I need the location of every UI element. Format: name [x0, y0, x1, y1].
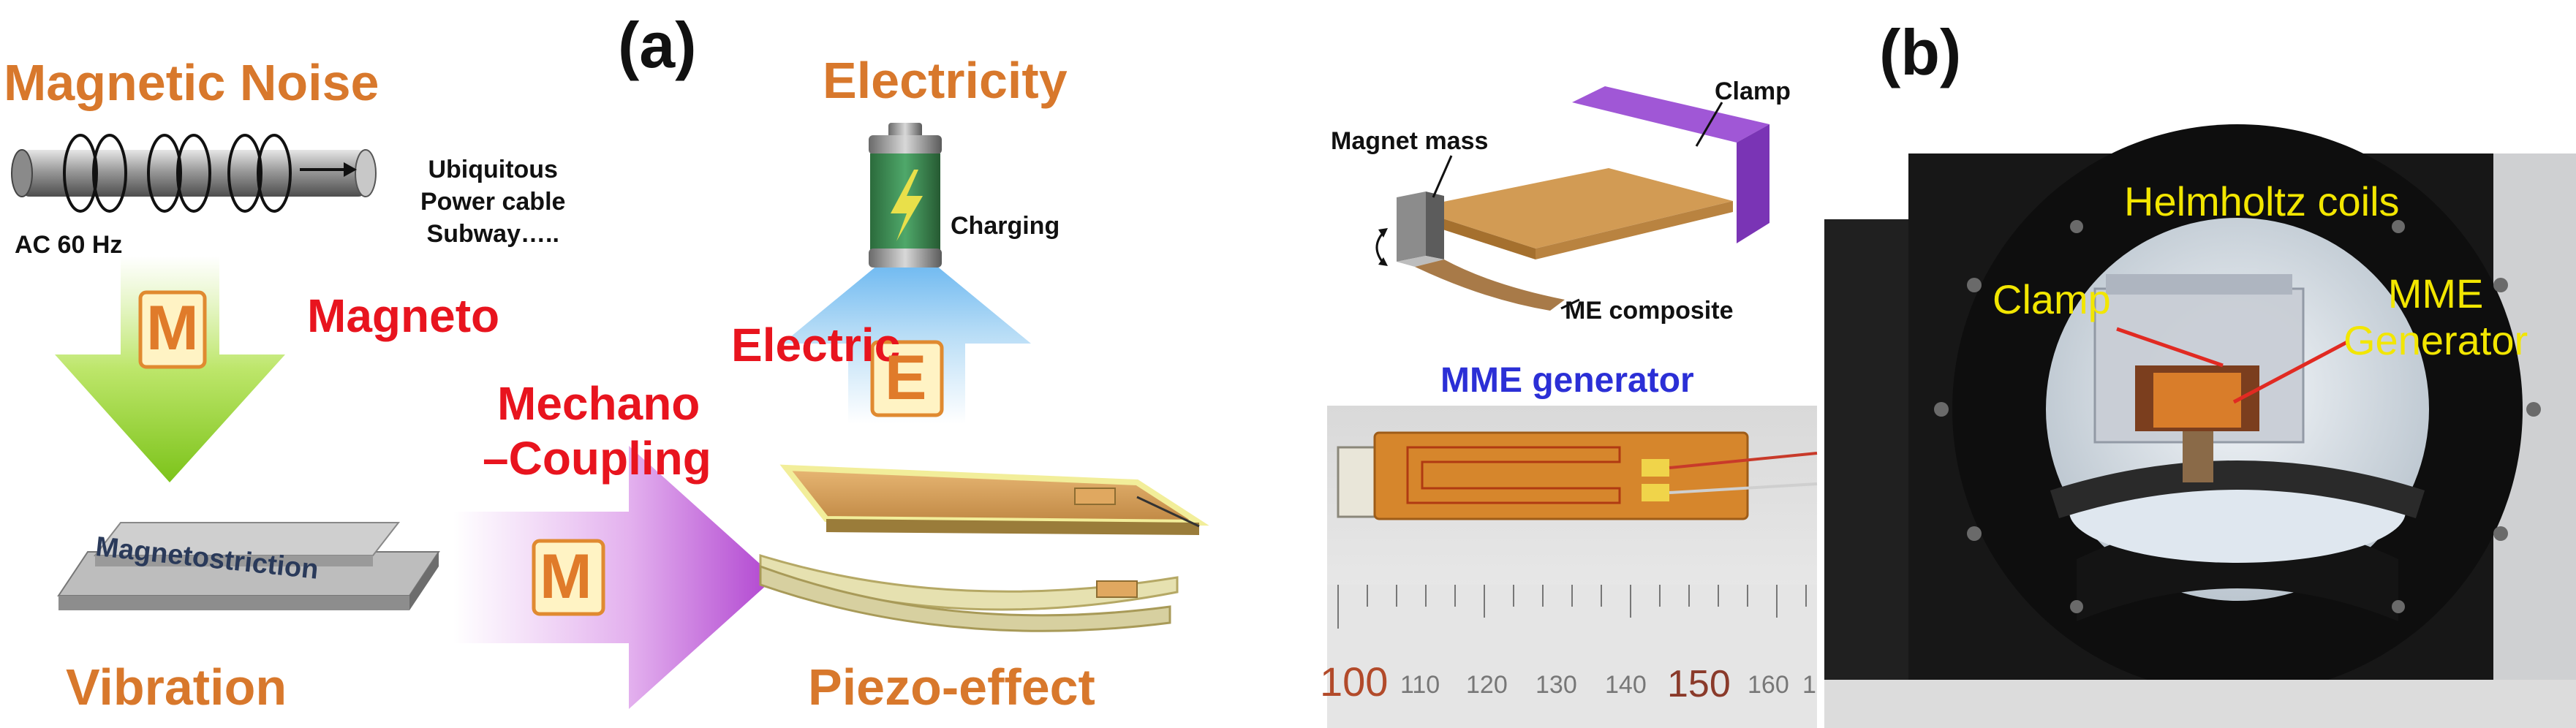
piezo-effect-label: Piezo-effect [808, 661, 1095, 713]
vibration-label: Vibration [66, 661, 287, 713]
noise-sources: Ubiquitous Power cable Subway….. [420, 153, 565, 251]
ruler-tick-100: 100 [1320, 661, 1388, 702]
battery-icon [869, 123, 942, 268]
mechano-coupling-arrow [453, 446, 775, 709]
magneto-arrow [55, 256, 285, 482]
ruler-tick-120: 120 [1466, 672, 1508, 697]
source-subway: Subway….. [420, 218, 565, 250]
magneto-m-letter: M [146, 297, 199, 360]
helmholtz-coils-label: Helmholtz coils [2124, 181, 2400, 222]
clamp-photo-label: Clamp [1993, 279, 2111, 320]
mme-label-line2: Generator [2343, 317, 2528, 364]
electric-label: Electric [731, 322, 900, 368]
clamp-schematic-label: Clamp [1715, 79, 1791, 104]
me-composite-label: ME composite [1565, 298, 1733, 323]
piezo-generator [760, 468, 1199, 631]
source-ubiquitous: Ubiquitous [420, 153, 565, 186]
ruler-tick-160: 160 [1748, 672, 1789, 697]
ruler-tick-170: 1 [1802, 672, 1816, 697]
mme-label-line1: MME [2343, 270, 2528, 317]
electricity-title: Electricity [823, 55, 1068, 106]
magneto-label: Magneto [307, 292, 499, 339]
ruler-tick-150: 150 [1667, 665, 1731, 703]
magnet-mass-label: Magnet mass [1331, 129, 1488, 153]
source-power-cable: Power cable [420, 186, 565, 218]
ruler-tick-130: 130 [1536, 672, 1577, 697]
power-cable-illustration [12, 135, 376, 211]
coupling-label: –Coupling [483, 435, 711, 482]
coupling-m-letter: M [540, 545, 592, 608]
panel-b-label: (b) [1879, 20, 1961, 85]
electric-e-letter: E [885, 346, 926, 409]
ac-frequency-label: AC 60 Hz [15, 232, 122, 257]
panel-a-label: (a) [618, 13, 697, 77]
ruler-tick-110: 110 [1400, 672, 1440, 697]
me-composite-schematic [1377, 86, 1769, 311]
charging-label: Charging [951, 213, 1060, 238]
ruler-tick-140: 140 [1605, 672, 1647, 697]
magnetic-noise-title: Magnetic Noise [4, 57, 379, 108]
mechano-label: Mechano [497, 380, 700, 427]
mme-generator-photo-label: MME Generator [2343, 270, 2528, 365]
mme-generator-title: MME generator [1440, 363, 1694, 398]
